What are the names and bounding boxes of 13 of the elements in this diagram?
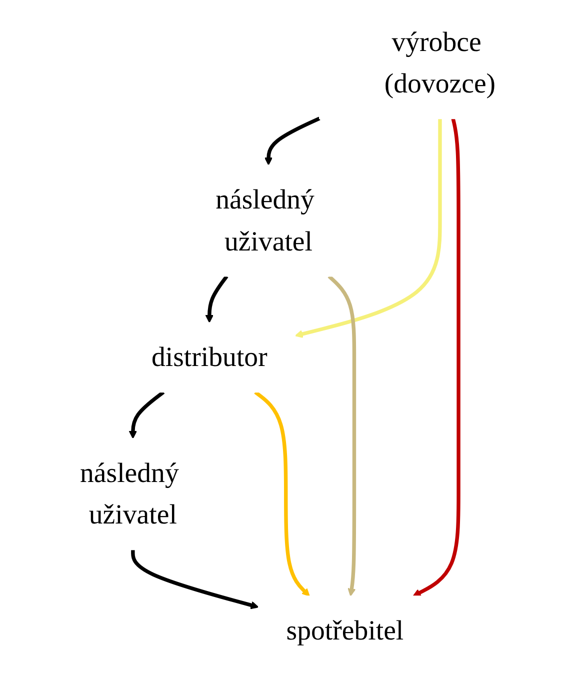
node-text: výrobce (dovozce) xyxy=(384,26,496,100)
arrow xyxy=(264,116,320,166)
node-text: následný uživatel xyxy=(80,458,178,530)
arrow xyxy=(327,274,356,596)
arrow xyxy=(294,118,442,338)
node-text: spotřebitel xyxy=(286,616,404,646)
node-text: distributor xyxy=(151,342,267,373)
arrow xyxy=(254,390,310,596)
arrow xyxy=(130,550,258,610)
node-text: následný uživatel xyxy=(215,184,314,257)
arrow xyxy=(128,390,164,439)
arrow xyxy=(412,118,460,596)
arrow xyxy=(204,275,228,323)
